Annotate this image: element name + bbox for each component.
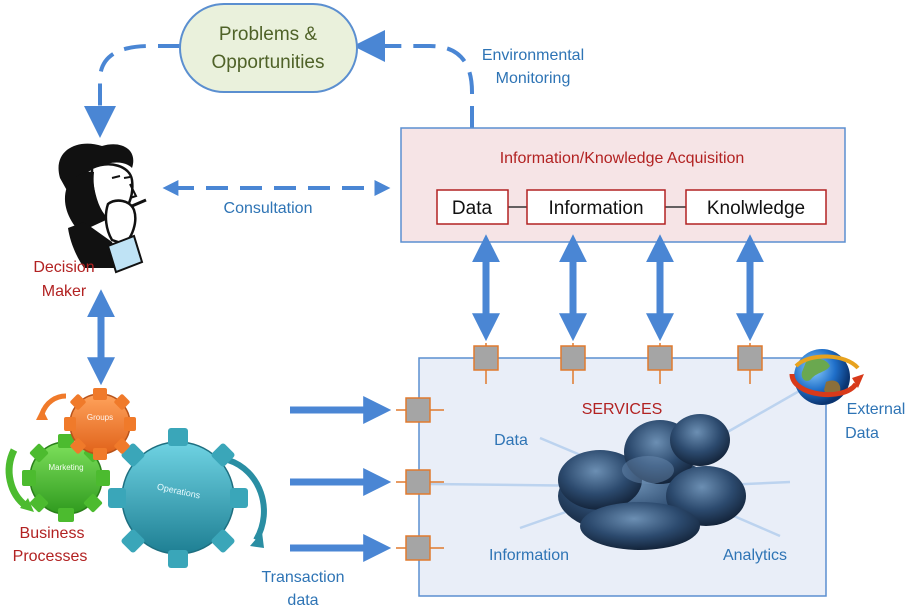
services-data-label: Data (494, 432, 528, 449)
problems-label: Problems & (219, 24, 318, 45)
decision-maker-icon (58, 143, 147, 274)
globe-icon (789, 349, 864, 405)
information-box-label: Information (548, 198, 643, 219)
operations-gear: Operations (108, 428, 248, 568)
acquisition-title: Information/Knowledge Acquisition (500, 150, 745, 167)
information-box (526, 189, 666, 225)
environmental-label: Environmental (482, 47, 584, 64)
dashed-arrow-from-monitoring (353, 30, 474, 128)
business-label: Business (20, 525, 85, 542)
knowledge-box-label: Knolwledge (707, 198, 805, 219)
marketing-gear: Marketing (22, 434, 110, 522)
problems-opportunities-node: Problems & Opportunities (179, 3, 358, 93)
decision-label: Decision (33, 259, 94, 276)
gears-illustration: Operations Marketing (5, 388, 267, 568)
transaction-data-label: data (287, 592, 318, 609)
external-label: External (847, 401, 906, 418)
monitoring-label: Monitoring (496, 70, 571, 87)
dashed-arrow-to-decision-maker (84, 44, 180, 138)
transaction-label: Transaction (262, 569, 345, 586)
external-data-label: Data (845, 425, 879, 442)
left-connectors (396, 397, 444, 561)
services-panel: SERVICES Data Information Analytics (418, 357, 827, 597)
groups-gear-label: Groups (87, 413, 113, 422)
data-box (436, 189, 509, 225)
data-box-label: Data (452, 198, 493, 219)
knowledge-box (685, 189, 827, 225)
cloud-icon (558, 414, 746, 550)
top-connectors (473, 343, 763, 384)
maker-label: Maker (42, 283, 87, 300)
opportunities-label: Opportunities (211, 52, 324, 73)
marketing-gear-label: Marketing (48, 463, 83, 472)
services-analytics-label: Analytics (723, 547, 787, 564)
services-information-label: Information (489, 547, 569, 564)
processes-label: Processes (13, 548, 88, 565)
consultation-label: Consultation (224, 200, 313, 217)
acquisition-panel: Information/Knowledge Acquisition Data I… (400, 127, 846, 243)
services-title: SERVICES (582, 401, 663, 418)
groups-gear: Groups (64, 388, 136, 460)
